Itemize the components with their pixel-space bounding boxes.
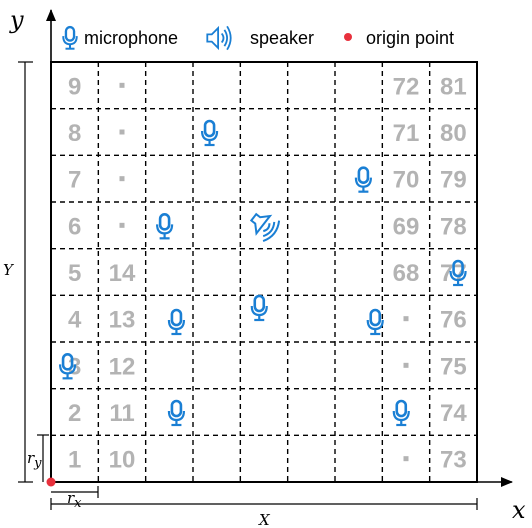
cell-label: 12 [109, 353, 136, 380]
grid [50, 61, 478, 483]
microphone-icon [392, 399, 411, 427]
cell-label: 68 [393, 260, 420, 287]
y-axis-label: y [9, 6, 24, 34]
cell-label: 70 [393, 167, 420, 194]
speaker-icon [244, 206, 284, 245]
dimension-X: X [50, 498, 478, 528]
cell-label: 6 [68, 213, 81, 240]
cell-label: 69 [393, 213, 420, 240]
cell-label: 7 [68, 167, 81, 194]
legend-speaker-label: speaker [250, 28, 314, 48]
legend-microphone-icon [62, 25, 78, 50]
cell-label: 74 [440, 400, 467, 427]
cell-label: 13 [109, 307, 136, 334]
dimension-rx: rx [51, 486, 99, 511]
dimension-X-label: X [258, 511, 271, 528]
microphone-icon [250, 294, 269, 322]
cell-label: 11 [109, 400, 134, 427]
speakers [244, 206, 284, 245]
cell-label: 76 [440, 307, 467, 334]
cell-label: 75 [440, 353, 467, 380]
cell-label: 10 [109, 447, 136, 474]
dimension-ry: ry [27, 434, 49, 482]
microphone-icon [155, 213, 174, 240]
ellipsis-dot [403, 456, 409, 462]
microphone-icon [366, 308, 385, 336]
dimension-ry-label: ry [27, 449, 42, 471]
ellipsis-dots [119, 82, 409, 462]
cell-label: 9 [68, 73, 81, 100]
cell-label: 5 [68, 260, 81, 287]
cell-labels: 9876543211413121110727170696881807978777… [68, 73, 467, 473]
ellipsis-dot [119, 222, 125, 228]
cell-label: 8 [68, 120, 81, 147]
ellipsis-dot [119, 129, 125, 135]
microphone-icon [200, 119, 219, 147]
ellipsis-dot [119, 82, 125, 88]
legend-origin-label: origin point [366, 28, 454, 48]
grid-border [50, 61, 478, 483]
legend-speaker-icon [206, 25, 232, 51]
cell-label: 79 [440, 167, 467, 194]
legend-origin-dot [344, 33, 352, 41]
microphone-icon [167, 399, 186, 427]
cell-label: 72 [393, 73, 420, 100]
cell-label: 14 [109, 260, 136, 287]
dimension-Y: Y [2, 61, 33, 483]
cell-label: 4 [68, 307, 82, 334]
dimension-Y-label: Y [3, 261, 15, 279]
cell-label: 73 [440, 447, 467, 474]
legend: microphone speaker origin point [62, 25, 454, 51]
dimension-rx-label: rx [67, 489, 82, 511]
microphone-icon [354, 166, 373, 193]
ellipsis-dot [119, 176, 125, 182]
origin-point [46, 477, 56, 487]
microphone-icon [167, 308, 186, 336]
cell-label: 2 [68, 400, 81, 427]
ellipsis-dot [403, 316, 409, 322]
cell-label: 81 [440, 73, 467, 100]
cell-label: 78 [440, 213, 467, 240]
legend-microphone-label: microphone [84, 28, 178, 48]
cell-label: 71 [393, 120, 420, 147]
cell-label: 1 [68, 447, 81, 474]
cell-label: 80 [440, 120, 467, 147]
x-axis-label: x [512, 496, 526, 524]
ellipsis-dot [403, 362, 409, 368]
